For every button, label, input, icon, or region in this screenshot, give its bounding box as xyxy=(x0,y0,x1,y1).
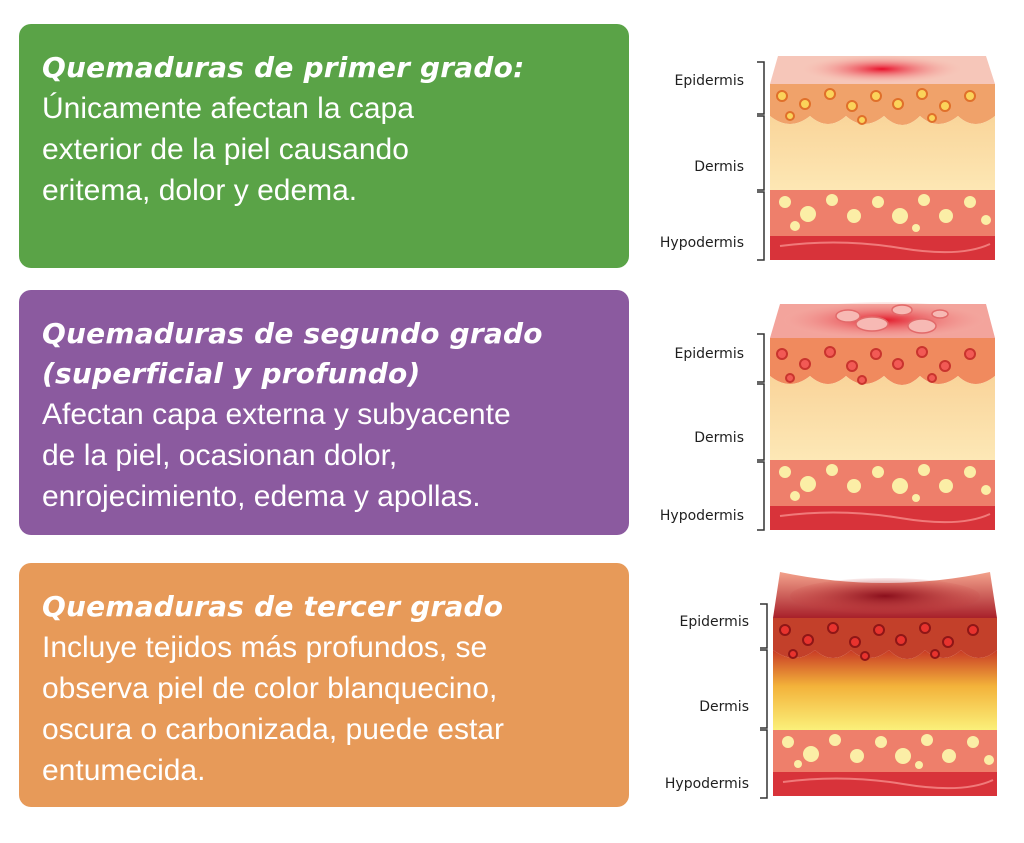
hypodermis-bracket xyxy=(757,461,765,531)
epidermis-label: Epidermis xyxy=(675,73,744,89)
muscle-layer xyxy=(773,772,997,796)
dermis-bracket xyxy=(757,115,765,191)
dermis-bracket xyxy=(760,649,768,729)
epidermis-bracket xyxy=(757,333,765,383)
epidermis-bracket xyxy=(760,603,768,649)
third-degree-skin-diagram: Epidermis Dermis Hypodermis xyxy=(645,566,1015,816)
fat-cells xyxy=(779,194,991,232)
muscle-layer xyxy=(770,236,995,260)
dermis-label: Dermis xyxy=(694,159,744,175)
first-degree-skin-diagram: Epidermis Dermis Hypodermis xyxy=(640,24,1010,274)
hypodermis-label: Hypodermis xyxy=(660,235,744,251)
second-degree-skin-illustration: Epidermis Dermis Hypodermis xyxy=(660,302,995,531)
first-degree-title: Quemaduras de primer grado: xyxy=(42,51,525,84)
hypodermis-bracket xyxy=(760,729,768,799)
burn-spot xyxy=(802,55,962,83)
dermis-layer xyxy=(770,116,995,190)
epidermis-label: Epidermis xyxy=(675,346,744,362)
dermis-label: Dermis xyxy=(694,430,744,446)
third-degree-description: Incluye tejidos más profundos, se observ… xyxy=(42,631,504,787)
first-degree-skin-illustration: Epidermis Dermis Hypodermis xyxy=(660,55,995,261)
muscle-layer xyxy=(770,506,995,530)
epidermis-cells xyxy=(776,88,976,125)
epidermis-label: Epidermis xyxy=(680,614,749,630)
second-degree-card: Quemaduras de segundo grado (superficial… xyxy=(19,290,629,535)
epidermis-bracket xyxy=(757,61,765,115)
fat-cells xyxy=(779,464,991,502)
hypodermis-label: Hypodermis xyxy=(660,508,744,524)
first-degree-card: Quemaduras de primer grado: Únicamente a… xyxy=(19,24,629,268)
dermis-label: Dermis xyxy=(699,699,749,715)
blisters xyxy=(835,304,949,334)
second-degree-skin-diagram: Epidermis Dermis Hypodermis xyxy=(640,294,1010,544)
fat-cells xyxy=(782,734,994,769)
second-degree-title: Quemaduras de segundo grado (superficial… xyxy=(42,317,543,390)
second-degree-description: Afectan capa externa y subyacente de la … xyxy=(42,398,511,513)
third-degree-card: Quemaduras de tercer grado Incluye tejid… xyxy=(19,563,629,807)
first-degree-description: Únicamente afectan la capa exterior de l… xyxy=(42,92,414,207)
hypodermis-bracket xyxy=(757,191,765,261)
dermis-bracket xyxy=(757,383,765,461)
dermis-layer xyxy=(770,376,995,460)
third-degree-title: Quemaduras de tercer grado xyxy=(42,590,504,623)
dermis-layer xyxy=(773,650,997,730)
burn-spot xyxy=(790,578,980,614)
epidermis-cells xyxy=(776,346,976,385)
hypodermis-label: Hypodermis xyxy=(665,776,749,792)
third-degree-skin-illustration: Epidermis Dermis Hypodermis xyxy=(665,572,997,799)
epidermis-cells xyxy=(779,622,979,661)
